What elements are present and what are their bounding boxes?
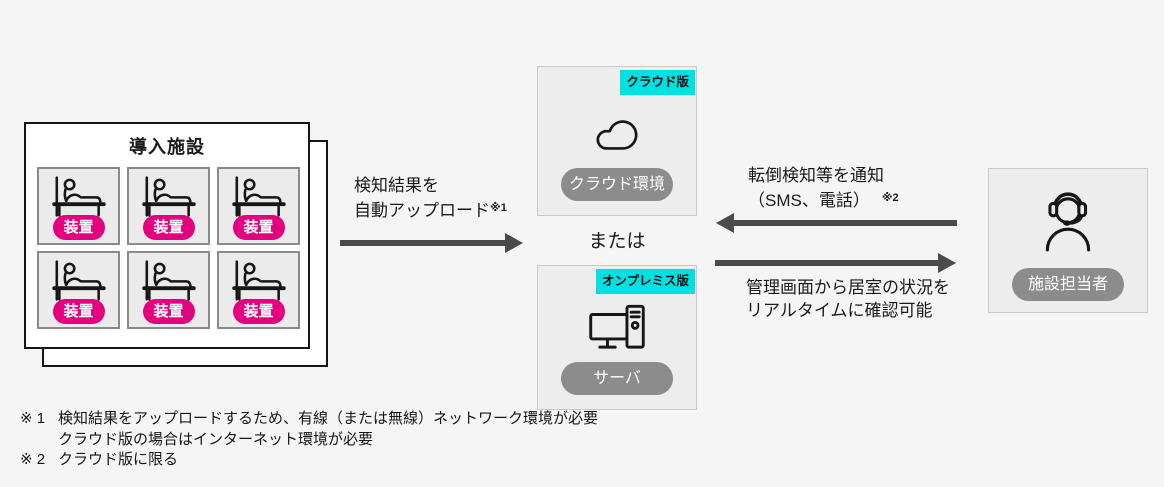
upload-note-ref: ※1 [490,202,507,214]
footnote-1-text-line2: クラウド版の場合はインターネット環境が必要 [58,430,374,448]
footnote-1-marker-spacer [20,430,58,451]
monitor-arrow-shaft [715,260,939,266]
staff-panel: 施設担当者 [988,168,1148,313]
notify-arrow-shaft [733,220,957,226]
device-badge: 装置 [142,215,195,240]
notify-label: 転倒検知等を通知 （SMS、電話） ※2 [748,164,899,212]
onprem-version-badge: オンプレミス版 [595,269,695,294]
server-icon [589,304,645,349]
footnotes: ※ 1 検知結果をアップロードするため、有線（または無線）ネットワーク環境が必要… [20,409,598,471]
bed-patient-icon [141,176,196,217]
onprem-panel: オンプレミス版 サーバ [537,265,697,410]
bed-patient-icon [51,176,106,217]
notify-note-ref: ※2 [881,192,899,204]
device-badge: 装置 [142,299,195,324]
upload-arrow-shaft [340,240,506,246]
upload-arrow-head [505,233,523,253]
upload-label-line2: 自動アップロード [354,201,490,220]
footnote-1-marker: ※ 1 [20,410,46,427]
bed-patient-icon [231,176,286,217]
operator-headset-icon [1045,192,1091,252]
footnote-2-marker: ※ 2 [20,451,46,468]
or-label: または [588,231,646,252]
monitor-label-line2: リアルタイムに確認可能 [746,301,933,320]
notify-arrow-head [716,213,734,233]
room-cell: 装置 [217,167,300,245]
footnote-2-text: クラウド版に限る [58,451,179,468]
room-cell: 装置 [37,251,120,329]
upload-label-line1: 検知結果を [354,176,439,195]
cloud-panel: クラウド版 クラウド環境 [537,66,697,216]
staff-pill: 施設担当者 [1012,268,1124,301]
upload-label: 検知結果を 自動アップロード※1 [354,174,507,222]
cloud-version-badge: クラウド版 [620,70,695,95]
monitor-label: 管理画面から居室の状況を リアルタイムに確認可能 [746,276,950,322]
footnote-1-text-line1: 検知結果をアップロードするため、有線（または無線）ネットワーク環境が必要 [58,410,599,427]
cloud-env-pill: クラウド環境 [561,168,673,201]
footnote-1-row-1: ※ 1 検知結果をアップロードするため、有線（または無線）ネットワーク環境が必要 [20,409,598,430]
device-badge: 装置 [52,215,105,240]
footnote-2-row: ※ 2 クラウド版に限る [20,450,598,471]
footnote-1-row-2: クラウド版の場合はインターネット環境が必要 [20,430,598,451]
device-badge: 装置 [52,299,105,324]
device-badge: 装置 [232,299,285,324]
monitor-arrow-head [938,253,956,273]
notify-label-line2: （SMS、電話） [748,191,870,210]
bed-patient-icon [141,260,196,301]
room-cell: 装置 [127,167,210,245]
room-grid: 装置 装置 装置 装置 装置 装置 [37,167,300,329]
monitor-label-line1: 管理画面から居室の状況を [746,278,950,297]
bed-patient-icon [51,260,106,301]
cloud-icon [596,120,638,150]
room-cell: 装置 [37,167,120,245]
facility-title: 導入施設 [129,137,205,157]
server-pill: サーバ [561,362,673,395]
room-cell: 装置 [217,251,300,329]
bed-patient-icon [231,260,286,301]
facility-box: 導入施設 装置 装置 装置 装置 装置 [24,122,310,349]
notify-label-line1: 転倒検知等を通知 [748,166,884,185]
device-badge: 装置 [232,215,285,240]
room-cell: 装置 [127,251,210,329]
